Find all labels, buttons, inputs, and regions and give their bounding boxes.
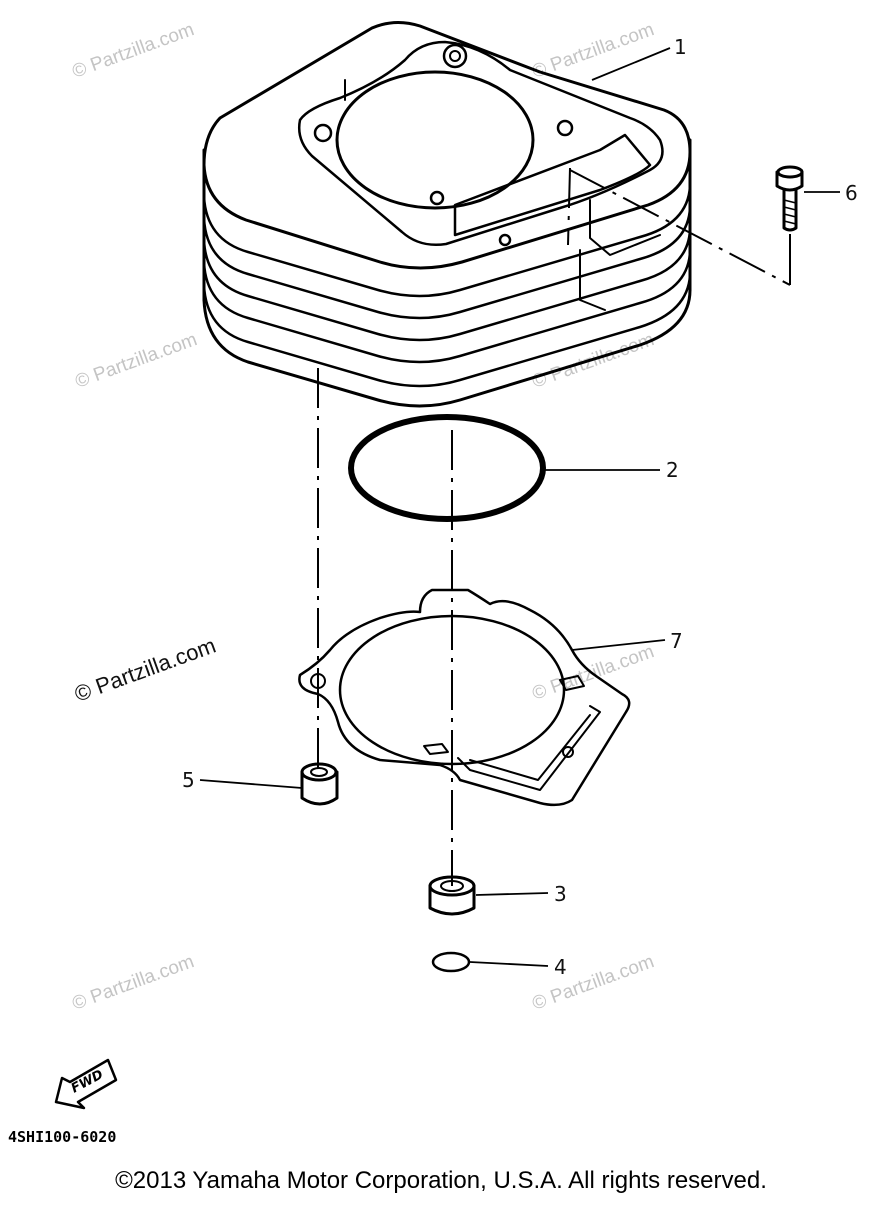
callout-4: 4	[554, 955, 567, 979]
watermark-layer: © Partzilla.com © Partzilla.com © Partzi…	[70, 19, 657, 1015]
part-small-o-ring[interactable]	[431, 951, 471, 973]
leader-lines	[199, 47, 840, 967]
callout-6: 6	[845, 181, 858, 205]
watermark: © Partzilla.com	[70, 951, 197, 1015]
callout-labels: 1 2 3 4 5 6 7	[182, 35, 858, 979]
assembly-lines	[317, 167, 791, 886]
part-cylinder-gasket[interactable]	[298, 588, 631, 807]
callout-7: 7	[670, 629, 683, 653]
callout-5: 5	[182, 768, 195, 792]
callout-3: 3	[554, 882, 567, 906]
part-bolt[interactable]	[775, 165, 804, 232]
copyright-notice: ©2013 Yamaha Motor Corporation, U.S.A. A…	[115, 1167, 767, 1194]
callout-1: 1	[674, 35, 687, 59]
part-o-ring[interactable]	[348, 414, 546, 522]
watermark-dark: © Partzilla.com	[71, 633, 219, 707]
watermark: © Partzilla.com	[70, 19, 197, 83]
fwd-arrow-icon: FWD	[54, 1058, 118, 1110]
part-dowel-pin-left[interactable]	[300, 762, 339, 806]
part-cylinder[interactable]	[202, 21, 692, 408]
part-code: 4SHI100-6020	[8, 1128, 116, 1146]
callout-2: 2	[666, 458, 679, 482]
watermark: © Partzilla.com	[530, 329, 657, 393]
watermark: © Partzilla.com	[530, 951, 657, 1015]
watermark: © Partzilla.com	[73, 329, 200, 393]
